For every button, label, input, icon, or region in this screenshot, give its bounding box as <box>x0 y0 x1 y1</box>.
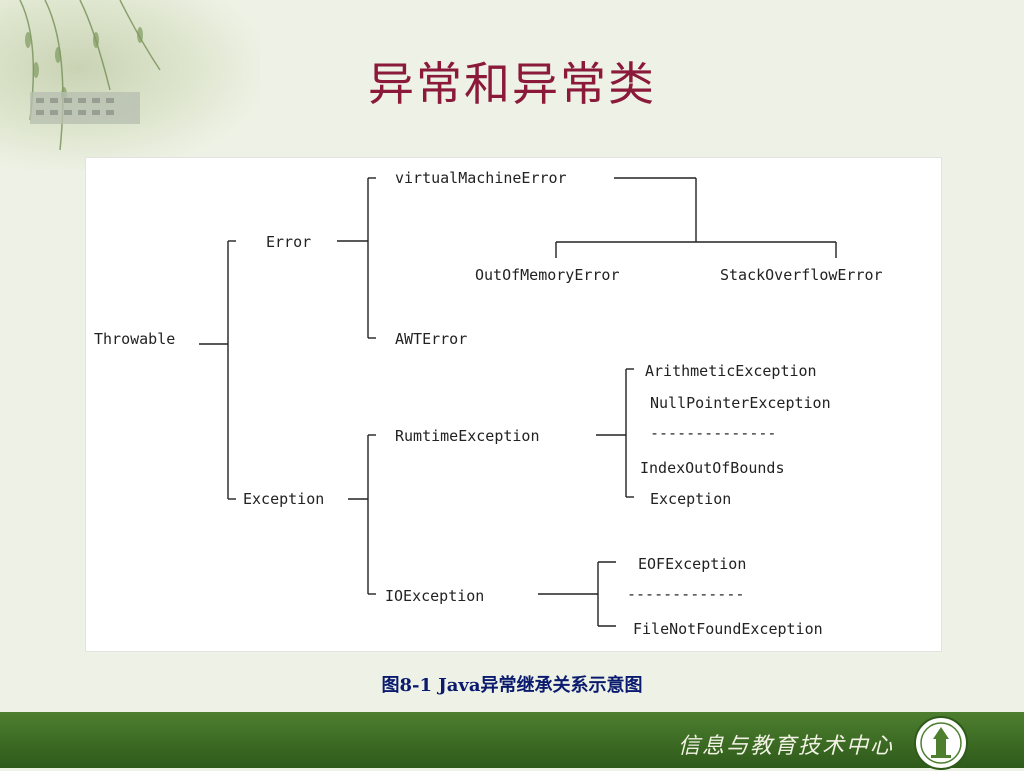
node-arithmetic-exception: ArithmeticException <box>645 362 817 380</box>
diagram-connectors <box>199 177 837 627</box>
node-virtual-machine-error: virtualMachineError <box>395 169 567 187</box>
footer-organization-name: 信息与教育技术中心 <box>677 734 894 759</box>
node-exception: Exception <box>243 490 324 508</box>
node-out-of-memory-error: OutOfMemoryError <box>475 266 620 284</box>
node-eof-exception: EOFException <box>638 555 746 573</box>
node-io-exception: IOException <box>385 587 484 605</box>
node-throwable: Throwable <box>94 330 175 348</box>
university-seal-icon <box>914 716 968 770</box>
node-runtime-exception: RumtimeException <box>395 427 540 445</box>
runtime-exception-separator: -------------- <box>650 424 776 442</box>
willow-branches-icon <box>19 0 161 151</box>
node-stack-overflow-error: StackOverflowError <box>720 266 883 284</box>
diagram-panel: Throwable Error Exception virtualMachine… <box>85 157 942 652</box>
footer-bar: 信息与教育技术中心 <box>0 712 1024 770</box>
node-error: Error <box>266 233 311 251</box>
exception-hierarchy-diagram: Throwable Error Exception virtualMachine… <box>94 169 883 638</box>
node-awt-error: AWTError <box>395 330 467 348</box>
figure-caption: 图8-1 Java异常继承关系示意图 <box>381 675 643 696</box>
io-exception-separator: ------------- <box>627 585 744 603</box>
node-null-pointer-exception: NullPointerException <box>650 394 831 412</box>
node-index-out-of-bounds-line2: Exception <box>650 490 731 508</box>
slide-title: 异常和异常类 <box>368 57 656 111</box>
node-index-out-of-bounds-line1: IndexOutOfBounds <box>640 459 785 477</box>
decorative-background-photo <box>0 0 260 170</box>
node-file-not-found-exception: FileNotFoundException <box>633 620 823 638</box>
